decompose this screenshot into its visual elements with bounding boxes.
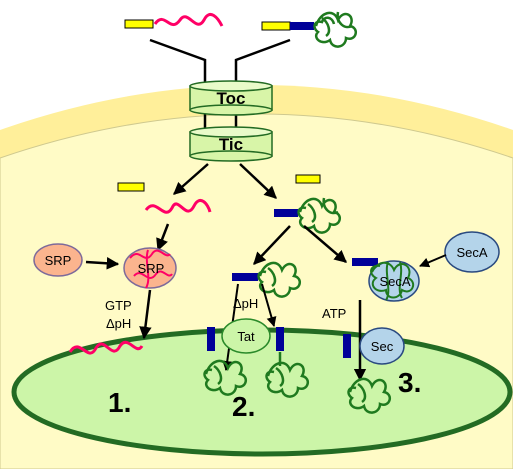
folded-protein-icon (257, 261, 302, 298)
seca-free-label: SecA (456, 245, 487, 260)
translocated-folded-protein-icon (347, 377, 392, 414)
sec-label: Sec (371, 339, 394, 354)
srp-bound (123, 247, 177, 289)
tic-label: Tic (219, 135, 243, 154)
cleaved-transit-peptide-left (117, 182, 145, 192)
srp-gtp-label: GTP (105, 298, 132, 313)
cleaved-transit-peptide-right (295, 174, 321, 184)
tat-translocase (221, 318, 271, 354)
arrow-srp-insertion (139, 289, 152, 340)
srp-pathway-number: 1. (108, 387, 131, 418)
tic-translocon: Tic (189, 126, 273, 162)
seca-bound-label: SecA (379, 274, 410, 289)
signal-peptide (276, 327, 284, 351)
tat-dph-label: ΔpH (233, 296, 258, 311)
toc-translocon: Toc (189, 80, 273, 116)
srp-bound-protein-icon (129, 249, 173, 289)
signal-peptide (207, 327, 215, 351)
seca-free (444, 231, 500, 273)
tat-label: Tat (237, 329, 255, 344)
srp-free-label: SRP (45, 253, 72, 268)
seca-bound-protein-icon (370, 261, 415, 301)
translocated-folded-protein-icon (203, 359, 248, 396)
stroma-unfolded-protein-icon (144, 199, 212, 214)
arrow-to-tat (253, 225, 291, 265)
folded-protein-icon (313, 11, 358, 48)
signal-peptide (343, 334, 351, 358)
translocated-folded-protein-icon (265, 361, 310, 398)
sec-pathway-number: 3. (398, 367, 421, 398)
cytosol-precursor-folded (261, 11, 358, 48)
import-path-right (234, 38, 291, 88)
arrow-tat-right (261, 283, 277, 327)
arrow-to-sec (303, 225, 347, 263)
sec-atp-label: ATP (322, 306, 346, 321)
srp-free (33, 243, 83, 277)
signal-peptide (290, 22, 314, 30)
srp-bound-label: SRP (138, 261, 165, 276)
signal-peptide (274, 209, 298, 217)
arrow-to-srp-branch (173, 163, 209, 195)
import-path-left (149, 38, 207, 88)
arrow-to-srp (156, 223, 170, 252)
srp-dph-label: ΔpH (106, 316, 131, 331)
transit-peptide (261, 21, 291, 31)
signal-peptide (352, 258, 378, 266)
toc-label: Toc (217, 89, 246, 108)
transit-peptide (124, 19, 154, 29)
unfolded-protein-icon (153, 13, 224, 27)
signal-peptide (232, 273, 258, 281)
arrow-srp-binding (85, 257, 120, 270)
folded-protein-icon (297, 197, 342, 234)
cytosol-precursor-unfolded (124, 13, 224, 29)
tat-pathway-number: 2. (232, 391, 255, 422)
arrow-seca-binding (419, 254, 447, 268)
sec-translocase (359, 327, 405, 365)
inserted-membrane-protein-icon (68, 340, 144, 355)
arrow-to-tat-sec-branch (239, 163, 277, 199)
